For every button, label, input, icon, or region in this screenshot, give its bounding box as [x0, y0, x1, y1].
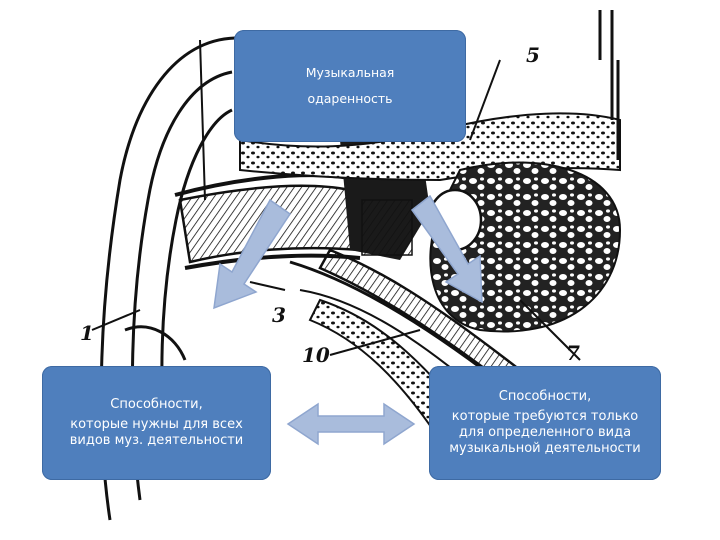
box-left-line-2: которые нужны для всех	[70, 417, 243, 432]
arrow-top-to-left	[213, 198, 292, 310]
drawing-label-3: 3	[272, 303, 286, 327]
double-arrow-left-right	[286, 402, 416, 446]
box-right-line-4: музыкальной деятельности	[449, 441, 641, 456]
drawing-label-1: 1	[80, 321, 94, 345]
drawing-label-10: 10	[302, 343, 330, 367]
box-right-line-2: которые требуются только	[451, 409, 639, 424]
box-top-line-2: одаренность	[307, 91, 393, 106]
box-right-line-1: Способности,	[498, 389, 592, 404]
drawing-label-5: 5	[526, 43, 540, 67]
box-left-line-3: видов муз. деятельности	[69, 433, 244, 448]
box-general-abilities: Способности, которые нужны для всех видо…	[42, 366, 271, 480]
box-left-line-1: Способности,	[110, 397, 203, 412]
drawing-label-7: 7	[566, 341, 580, 365]
box-specific-abilities: Способности, которые требуются только дл…	[429, 366, 661, 480]
box-musical-giftedness: Музыкальная одаренность	[234, 30, 466, 142]
box-right-line-3: для определенного вида	[458, 425, 632, 440]
box-top-line-1: Музыкальная	[305, 65, 395, 80]
arrow-top-to-right	[410, 194, 483, 304]
